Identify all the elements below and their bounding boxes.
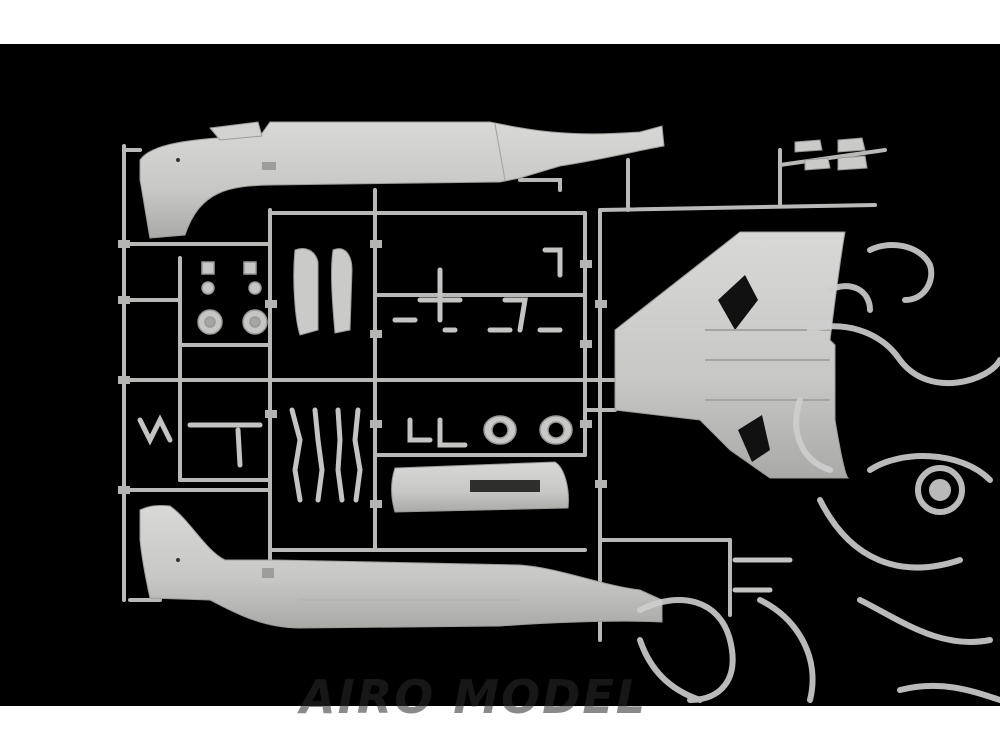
sprue-frame <box>122 144 887 642</box>
landing-wheels <box>197 261 268 335</box>
cockpit-tub <box>391 461 569 513</box>
fuselage-half-upper <box>139 121 665 239</box>
wing-part <box>614 231 850 479</box>
gear-struts <box>137 247 793 593</box>
fuselage-half-lower <box>139 505 663 629</box>
engine-intakes <box>483 415 573 445</box>
sprue-gates <box>118 240 607 608</box>
watermark-logo <box>637 242 1000 703</box>
drop-tanks <box>293 137 868 336</box>
